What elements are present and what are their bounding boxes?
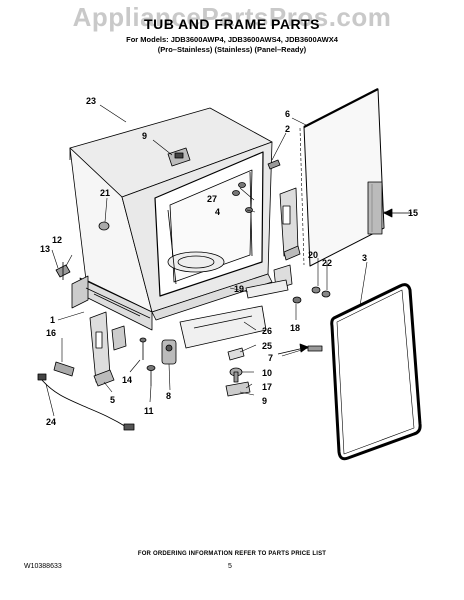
callout-20: 20 bbox=[308, 250, 318, 260]
callout-labels: 23 9 21 6 2 27 4 15 12 13 20 22 3 19 1 1… bbox=[40, 96, 418, 427]
callout-26: 26 bbox=[262, 326, 272, 336]
tub-base bbox=[71, 275, 153, 331]
watermark: AppliancePartsPros.com bbox=[72, 2, 392, 32]
model-variants: (Pro–Stainless) (Stainless) (Panel–Ready… bbox=[157, 45, 307, 54]
callout-12: 12 bbox=[52, 235, 62, 245]
screw-set bbox=[232, 182, 253, 213]
side-panel bbox=[299, 88, 385, 267]
callout-16: 16 bbox=[46, 328, 56, 338]
callout-18: 18 bbox=[290, 323, 300, 333]
callout-9: 9 bbox=[142, 131, 147, 141]
callout-10: 10 bbox=[262, 368, 272, 378]
mounting-bracket-right bbox=[279, 187, 301, 261]
arrow-icon bbox=[277, 343, 309, 355]
arrow-icon bbox=[383, 208, 412, 218]
callout-13: 13 bbox=[40, 244, 50, 254]
document-number: W10388633 bbox=[24, 563, 62, 570]
wire-harness-24 bbox=[37, 373, 135, 431]
model-list: For Models: JDB3600AWP4, JDB3600AWS4, JD… bbox=[126, 35, 338, 44]
callout-21: 21 bbox=[100, 188, 110, 198]
ordering-note: FOR ORDERING INFORMATION REFER TO PARTS … bbox=[137, 551, 327, 557]
callout-7: 7 bbox=[268, 353, 273, 363]
callout-25: 25 bbox=[262, 341, 272, 351]
callout-8: 8 bbox=[166, 391, 171, 401]
callout-5: 5 bbox=[110, 395, 115, 405]
page-title: TUB AND FRAME PARTS bbox=[144, 16, 320, 32]
leveler-part bbox=[55, 262, 71, 280]
callout-1: 1 bbox=[50, 315, 55, 325]
vent-part bbox=[167, 147, 191, 167]
callout-17: 17 bbox=[262, 382, 272, 392]
mounting-bracket-left bbox=[89, 311, 127, 387]
callout-11: 11 bbox=[144, 406, 154, 416]
callout-15: 15 bbox=[408, 208, 418, 218]
page-number: 5 bbox=[228, 563, 232, 570]
callout-3: 3 bbox=[362, 253, 367, 263]
part-16 bbox=[53, 361, 75, 377]
door-gasket bbox=[330, 283, 422, 461]
bracket-19 bbox=[245, 279, 289, 299]
callout-19: 19 bbox=[234, 284, 244, 294]
callout-2: 2 bbox=[285, 124, 290, 134]
callout-9-bottom: 9 bbox=[262, 396, 267, 406]
callout-22: 22 bbox=[322, 258, 332, 268]
callout-23: 23 bbox=[86, 96, 96, 106]
callout-4: 4 bbox=[215, 207, 220, 217]
screw-14-11 bbox=[139, 337, 156, 386]
small-parts bbox=[227, 345, 323, 361]
part-8 bbox=[161, 339, 177, 365]
screw-part bbox=[267, 159, 281, 170]
callout-27: 27 bbox=[207, 194, 217, 204]
mount-parts bbox=[225, 367, 251, 397]
callout-6: 6 bbox=[285, 109, 290, 119]
plug-part bbox=[98, 221, 110, 231]
callout-14: 14 bbox=[122, 375, 132, 385]
callout-24: 24 bbox=[46, 417, 56, 427]
tub-assembly bbox=[69, 107, 273, 321]
insulation-part bbox=[367, 181, 383, 235]
shield-26 bbox=[179, 305, 267, 349]
